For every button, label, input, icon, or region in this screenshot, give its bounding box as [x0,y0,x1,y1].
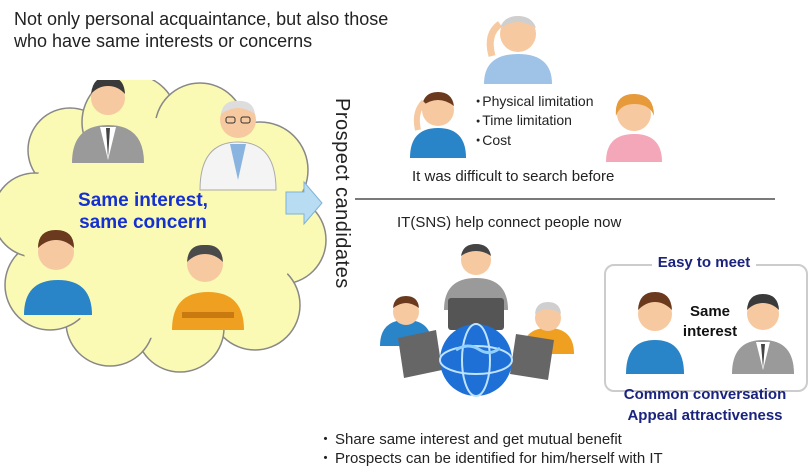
person-laptop-left-icon [380,296,442,378]
doctor-icon [199,100,277,191]
globe-icon [439,323,513,397]
person-blue-panel-icon [626,292,684,374]
limitation-item: Physical limitation [476,92,593,111]
footer-note: Prospects can be identified for him/hers… [318,449,663,468]
right-arrow-icon [285,180,323,226]
footer-notes: Share same interest and get mutual benef… [318,430,663,468]
limitation-list: Physical limitation Time limitation Cost [476,92,594,150]
person-suit-icon [72,80,144,163]
same-interest-label: Same interest [682,303,738,340]
sns-network-illustration [380,244,574,397]
intro-text: Not only personal acquaintance, but also… [14,9,389,51]
person-orange-shirt-icon [172,244,244,330]
person-laptop-center-icon [444,244,508,330]
limitation-item: Time limitation [476,111,594,130]
divider-line [355,198,775,200]
worried-man-icon [410,92,466,158]
person-suit-panel-icon [732,294,794,374]
before-caption: It was difficult to search before [412,168,615,185]
now-caption: IT(SNS) help connect people now [397,214,622,231]
cloud-label: Same interest, same concern [78,190,208,233]
footer-note: Share same interest and get mutual benef… [318,430,663,449]
worried-elder-icon [484,16,552,84]
prospect-candidates-label: Prospect candidates [331,98,353,289]
limitation-item: Cost [476,131,594,150]
person-laptop-right-icon [510,302,574,380]
worried-woman-icon [606,94,662,162]
person-blue-shirt-icon [24,230,92,315]
panel-benefits: Common conversation Appeal attractivenes… [623,386,787,424]
panel-title: Easy to meet [604,254,804,272]
